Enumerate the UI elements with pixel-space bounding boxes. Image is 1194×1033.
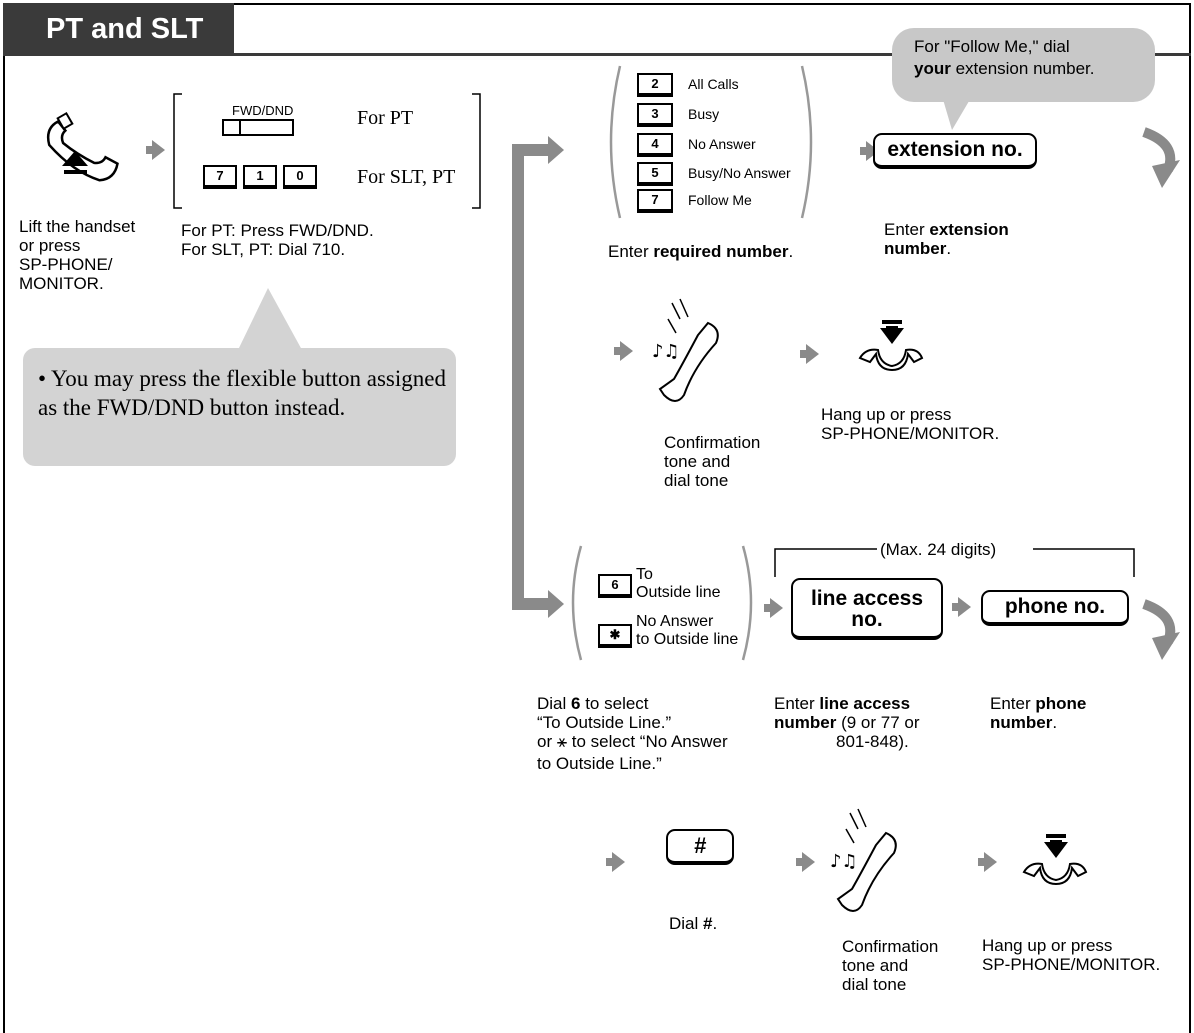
step2-caption-line2: For SLT, PT: Dial 710.: [181, 240, 346, 259]
hash-key-box[interactable]: #: [666, 829, 734, 865]
confirm-caption-line2: tone and: [664, 452, 731, 471]
flow-arrow: [796, 852, 815, 872]
flow-arrow: [614, 341, 633, 361]
step1-caption-line3: SP-PHONE/: [19, 255, 113, 274]
max-digits-label: (Max. 24 digits): [880, 540, 997, 559]
confirm-caption-line3: dial tone: [664, 471, 729, 490]
fwd-dnd-button[interactable]: [222, 119, 294, 136]
max-digits-bracket: [774, 548, 1135, 577]
phone-no-box[interactable]: phone no.: [981, 590, 1129, 626]
hang-up-icon: [1022, 834, 1088, 886]
diagram-frame: [3, 3, 1191, 1033]
option-key-7-follow[interactable]: 7: [637, 189, 673, 213]
continue-arrow-icon: [1142, 127, 1180, 188]
flow-arrow: [764, 598, 783, 618]
hangup2-caption-line1: Hang up or press: [982, 936, 1113, 955]
note-callout: [23, 348, 456, 466]
confirm2-caption-line2: tone and: [842, 956, 909, 975]
bubble-pointer: [942, 96, 972, 130]
confirm-caption-line1: Confirmation: [664, 433, 761, 452]
step1-caption-line2: or press: [19, 236, 81, 255]
hash-caption: Dial #.: [669, 914, 718, 933]
flow-arrow: [800, 344, 819, 364]
lower-caption-line3: or ⚹ to select “No Answer: [537, 732, 728, 751]
key-7[interactable]: 7: [203, 165, 237, 189]
option-key-star[interactable]: ✱: [598, 624, 632, 648]
flow-arrow: [146, 140, 165, 160]
option-key-6[interactable]: 6: [598, 574, 632, 598]
confirm2-caption-line3: dial tone: [842, 975, 907, 994]
option-label-no-answer: No Answer: [688, 136, 756, 152]
key-1[interactable]: 1: [243, 165, 277, 189]
hangup-caption-line2: SP-PHONE/MONITOR.: [821, 424, 1000, 443]
confirmation-tone-icon: ♪♫: [830, 808, 897, 912]
for-pt-label: For PT: [357, 107, 414, 129]
title-rule: [3, 53, 1191, 56]
line-access-caption: Enter line access number (9 or 77 or 801…: [774, 694, 920, 751]
extension-no-box[interactable]: extension no.: [873, 133, 1037, 169]
option-label-all-calls: All Calls: [688, 76, 739, 92]
branch-arrow: [512, 136, 564, 618]
flow-arrow: [952, 597, 971, 617]
svg-text:♪♫: ♪♫: [652, 341, 680, 362]
continue-arrow-icon: [1142, 599, 1180, 660]
step1-caption-line4: MONITOR.: [19, 274, 104, 293]
lower-caption-line4: to Outside Line.”: [537, 754, 662, 773]
flow-arrow: [978, 852, 997, 872]
step2-caption-line1: For PT: Press FWD/DND.: [181, 221, 374, 240]
option-label-busy-no-answer: Busy/No Answer: [688, 165, 791, 181]
fwd-dnd-key-label: FWD/DND: [232, 103, 294, 118]
section-title: PT and SLT: [3, 3, 234, 55]
key-0[interactable]: 0: [283, 165, 317, 189]
upper-options-parens: [609, 65, 813, 219]
hangup-caption-line1: Hang up or press: [821, 405, 952, 424]
option-label-follow-me: Follow Me: [688, 192, 752, 208]
hang-up-icon: [858, 320, 924, 372]
follow-me-bubble: [892, 28, 1155, 102]
for-slt-pt-label: For SLT, PT: [357, 166, 456, 188]
svg-text:♪♫: ♪♫: [830, 851, 858, 872]
option-label-busy: Busy: [688, 106, 720, 122]
option-key-3[interactable]: 3: [637, 103, 673, 127]
callout-pointer: [238, 288, 302, 350]
option-key-5[interactable]: 5: [637, 162, 673, 186]
option-key-4[interactable]: 4: [637, 133, 673, 157]
step1-caption-line1: Lift the handset: [19, 217, 136, 236]
follow-me-text: For "Follow Me," dial your extension num…: [914, 37, 1095, 78]
upper-caption: Enter required number.: [608, 242, 794, 261]
flow-arrow: [606, 852, 625, 872]
confirm2-caption-line1: Confirmation: [842, 937, 939, 956]
lower-caption-line2: “To Outside Line.”: [537, 713, 672, 732]
option-key-2[interactable]: 2: [637, 73, 673, 97]
option-bracket: [173, 93, 481, 209]
lift-handset-icon: [46, 111, 119, 182]
note-text: • You may press the flexible button assi…: [38, 366, 446, 420]
hangup2-caption-line2: SP-PHONE/MONITOR.: [982, 955, 1161, 974]
lower-options-parens: [571, 545, 753, 661]
lower-caption-line1: Dial 6 to select: [537, 694, 649, 713]
confirmation-tone-icon: ♪♫: [652, 298, 719, 402]
